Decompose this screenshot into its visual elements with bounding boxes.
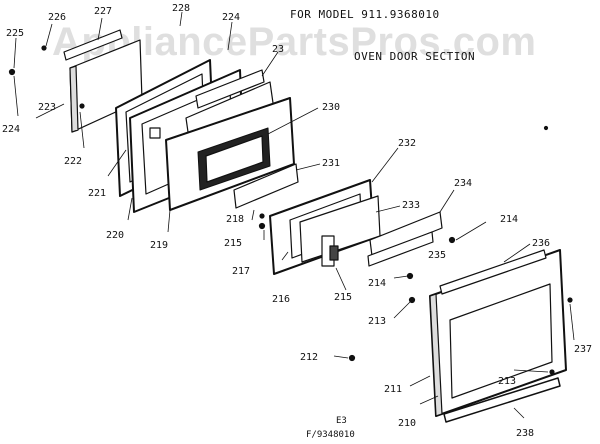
callout-224: 224	[222, 12, 240, 23]
callout-226: 226	[48, 12, 66, 23]
screws	[8, 45, 573, 375]
part-219-inner-door	[165, 97, 295, 211]
callout-221: 221	[88, 188, 106, 199]
callout-222: 222	[64, 156, 82, 167]
callout-238: 238	[516, 428, 534, 439]
model-heading: FOR MODEL 911.9368010	[290, 8, 440, 21]
section-heading: OVEN DOOR SECTION	[354, 50, 476, 63]
part-216-bracket	[321, 235, 339, 267]
callout-232: 232	[398, 138, 416, 149]
callout-213: 213	[368, 316, 386, 327]
callout-213b: 213	[498, 376, 516, 387]
footer-code: E3	[336, 416, 347, 426]
callout-225: 225	[6, 28, 24, 39]
callout-237: 237	[574, 344, 592, 355]
callout-223: 223	[38, 102, 56, 113]
callout-230: 230	[322, 102, 340, 113]
part-227-panel	[63, 29, 123, 61]
callout-236: 236	[532, 238, 550, 249]
callout-labels: 226 227 228 224 225 223 224 222 221 220 …	[2, 3, 592, 439]
part-210-outer-door	[429, 249, 567, 417]
callout-214b: 214	[368, 278, 386, 289]
callout-212: 212	[300, 352, 318, 363]
callout-235: 235	[428, 250, 446, 261]
leader-lines	[13, 11, 575, 419]
callout-215b: 215	[334, 292, 352, 303]
callout-211: 211	[384, 384, 402, 395]
callout-23: 23	[272, 44, 284, 55]
callout-220: 220	[106, 230, 124, 241]
callout-228: 228	[172, 3, 190, 14]
callout-224b: 224	[2, 124, 20, 135]
callout-210: 210	[398, 418, 416, 429]
callout-234: 234	[454, 178, 472, 189]
callout-233: 233	[402, 200, 420, 211]
callout-231: 231	[322, 158, 340, 169]
part-236-top-trim	[439, 249, 547, 295]
callout-219: 219	[150, 240, 168, 251]
callout-218: 218	[226, 214, 244, 225]
part-238-bottom-trim	[443, 377, 561, 423]
part-222-panel	[69, 39, 143, 133]
callout-227: 227	[94, 6, 112, 17]
part-218-glass	[233, 163, 299, 209]
callout-215: 215	[224, 238, 242, 249]
footer-part-number: F/9348010	[306, 430, 355, 440]
part-234-trim	[369, 211, 443, 257]
part-235-strip	[367, 231, 434, 267]
callout-217: 217	[232, 266, 250, 277]
callout-216: 216	[272, 294, 290, 305]
callout-214: 214	[500, 214, 518, 225]
